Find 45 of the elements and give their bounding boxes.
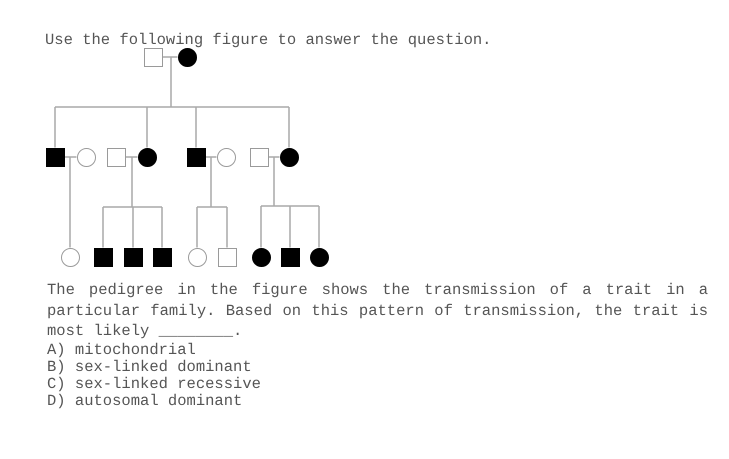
- answer-option: A) mitochondrial: [47, 342, 196, 358]
- open-square: [144, 48, 162, 66]
- descent-line: [196, 156, 228, 208]
- mating-line: [126, 156, 138, 158]
- filled-square: [152, 248, 172, 266]
- descent-line: [146, 107, 148, 148]
- filled-circle: [252, 248, 270, 266]
- descent-line: [260, 206, 262, 248]
- mating-line: [206, 156, 216, 158]
- answer-option: B) sex-linked dominant: [47, 358, 252, 376]
- open-circle: [216, 148, 236, 166]
- descent-line: [161, 207, 163, 248]
- descent-line: [289, 206, 291, 248]
- open-circle: [188, 248, 206, 266]
- question-text: The pedigree in the figure shows the transmission of a trait in a particular family. Based on this pattern of transmission, the trait is most likely ________.: [47, 280, 708, 342]
- answer-option: C) sex-linked recessive: [47, 376, 261, 392]
- descent-line: [69, 207, 71, 248]
- descent-line: [69, 157, 71, 207]
- filled-circle: [138, 148, 156, 166]
- descent-line: [195, 107, 197, 148]
- filled-square: [186, 148, 206, 166]
- answer-option: D) autosomal dominant: [47, 392, 242, 410]
- descent-line: [260, 156, 320, 207]
- open-circle: [76, 148, 96, 166]
- open-square: [250, 148, 268, 166]
- open-square: [218, 248, 236, 266]
- filled-square: [280, 248, 300, 266]
- instruction-text: Use the following figure to answer the question.: [45, 31, 492, 49]
- filled-square: [46, 148, 64, 166]
- descent-line: [102, 156, 163, 208]
- descent-line: [132, 207, 134, 248]
- descent-line: [196, 207, 198, 248]
- descent-line: [318, 206, 320, 248]
- open-circle: [60, 248, 80, 266]
- filled-square: [94, 248, 112, 266]
- mating-line: [64, 156, 76, 158]
- mating-line: [268, 156, 280, 158]
- filled-square: [124, 248, 142, 266]
- descent-line: [288, 107, 290, 148]
- open-square: [106, 148, 126, 166]
- filled-circle: [178, 48, 196, 66]
- descent-line: [102, 207, 104, 248]
- filled-circle: [280, 148, 298, 166]
- descent-line: [226, 207, 228, 248]
- filled-circle: [310, 248, 328, 266]
